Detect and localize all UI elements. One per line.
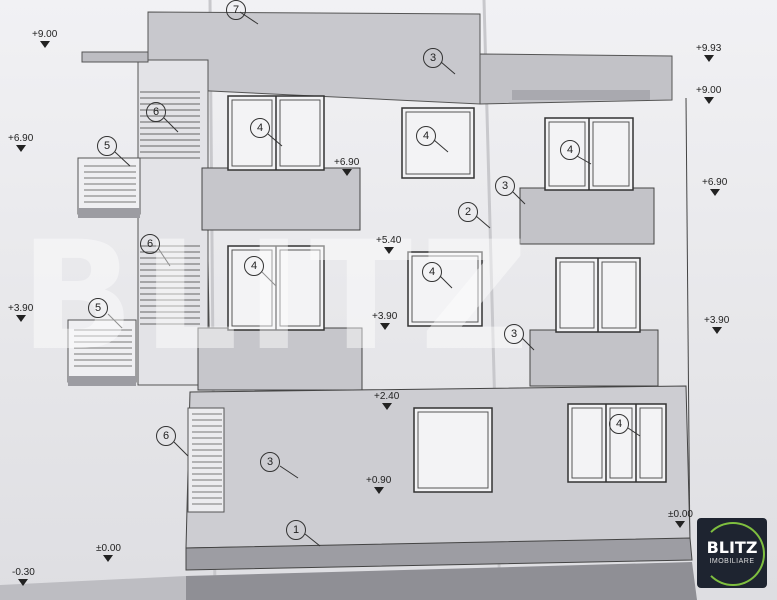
- callout-tag: 4: [416, 126, 436, 146]
- ground-stair: [187, 407, 225, 513]
- callout-tag: 3: [504, 324, 524, 344]
- level-marker: +6.90: [8, 134, 33, 152]
- callout-tag: 4: [560, 140, 580, 160]
- level-label: +5.40: [376, 235, 402, 246]
- level-label: ±0.00: [668, 509, 693, 520]
- level-label: +6.90: [334, 157, 360, 168]
- callout-tag: 4: [422, 262, 442, 282]
- logo-ring-icon: [701, 522, 765, 586]
- callout-tag: 2: [458, 202, 478, 222]
- level-triangle-icon: [675, 521, 686, 528]
- blitz-logo: BLITZ IMOBILIARE: [697, 518, 767, 588]
- callout-tag: 6: [140, 234, 160, 254]
- level-triangle-icon: [18, 579, 29, 586]
- landing-slab: [68, 376, 136, 386]
- callout-tag: 4: [609, 414, 629, 434]
- callout-tag: 4: [250, 118, 270, 138]
- level-label: -0.30: [12, 567, 35, 578]
- level-triangle-icon: [383, 247, 394, 254]
- ground-strip: [0, 576, 186, 600]
- level-marker: +6.90: [334, 158, 359, 176]
- leader-lines: [107, 11, 641, 547]
- level-marker: +2.40: [374, 392, 399, 410]
- level-marker: +9.93: [696, 44, 721, 62]
- callout-tag: 5: [97, 136, 117, 156]
- level-marker: +3.90: [372, 312, 397, 330]
- level-triangle-icon: [103, 555, 114, 562]
- balcony-right-upper: [519, 187, 655, 245]
- level-label: +6.90: [702, 177, 728, 188]
- stair-treads: [140, 91, 200, 159]
- callout-tag: 4: [244, 256, 264, 276]
- callout-tag: 6: [156, 426, 176, 446]
- level-label: +9.93: [696, 43, 722, 54]
- ground-base: [186, 562, 697, 600]
- balcony-right-lower: [529, 329, 659, 387]
- window-3: [413, 407, 493, 493]
- wall-edge: [685, 97, 691, 561]
- stair-treads: [192, 413, 222, 505]
- level-triangle-icon: [709, 189, 720, 196]
- level-label: +9.00: [32, 29, 58, 40]
- callout-tag: 3: [260, 452, 280, 472]
- level-marker: +5.40: [376, 236, 401, 254]
- balcony-left-upper: [201, 167, 361, 231]
- callout-tag: 5: [88, 298, 108, 318]
- level-triangle-icon: [15, 145, 26, 152]
- level-triangle-icon: [341, 169, 352, 176]
- callout-tag: 3: [423, 48, 443, 68]
- level-marker: +3.90: [8, 304, 33, 322]
- level-triangle-icon: [703, 97, 714, 104]
- level-marker: +9.00: [696, 86, 721, 104]
- callout-tag: 1: [286, 520, 306, 540]
- level-marker: -0.30: [12, 568, 35, 586]
- level-triangle-icon: [39, 41, 50, 48]
- level-label: +3.90: [8, 303, 34, 314]
- callout-tag: 6: [146, 102, 166, 122]
- callout-tag: 3: [495, 176, 515, 196]
- level-marker: +9.00: [32, 30, 57, 48]
- level-label: +9.00: [696, 85, 722, 96]
- level-marker: +6.90: [702, 178, 727, 196]
- logo-sub-text: IMOBILIARE: [709, 558, 755, 565]
- level-marker: ±0.00: [96, 544, 121, 562]
- window-2: [407, 251, 483, 327]
- roof-cornice: [512, 90, 650, 100]
- level-marker: ±0.00: [668, 510, 693, 528]
- level-marker: +3.90: [704, 316, 729, 334]
- level-label: +2.40: [374, 391, 400, 402]
- landing-hatch: [74, 329, 132, 367]
- level-triangle-icon: [379, 323, 390, 330]
- landing-hatch: [84, 165, 136, 203]
- callout-tag: 7: [226, 0, 246, 20]
- level-label: +0.90: [366, 475, 392, 486]
- plinth: [185, 537, 693, 571]
- level-triangle-icon: [711, 327, 722, 334]
- level-triangle-icon: [373, 487, 384, 494]
- level-label: +6.90: [8, 133, 34, 144]
- balcony-left-lower: [197, 327, 363, 391]
- level-triangle-icon: [703, 55, 714, 62]
- level-marker: +0.90: [366, 476, 391, 494]
- landing-slab: [78, 208, 140, 218]
- level-triangle-icon: [381, 403, 392, 410]
- watermark-text: BLITZ: [20, 210, 537, 384]
- level-label: +3.90: [704, 315, 730, 326]
- level-label: ±0.00: [96, 543, 121, 554]
- stair-roof: [81, 51, 149, 63]
- level-label: +3.90: [372, 311, 398, 322]
- logo-main-text: BLITZ: [706, 538, 758, 557]
- level-triangle-icon: [15, 315, 26, 322]
